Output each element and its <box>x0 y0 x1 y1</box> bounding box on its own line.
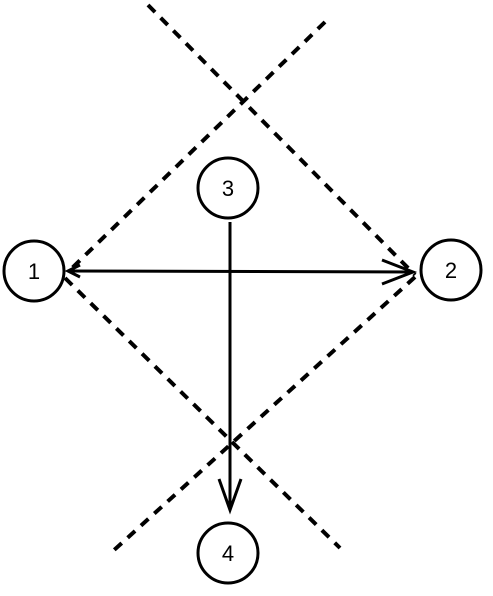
node-2[interactable]: 2 <box>419 238 483 302</box>
node-circle <box>419 238 483 302</box>
node-circle <box>2 239 66 303</box>
dashed-line-left-to-bottom-right <box>63 276 342 550</box>
edge-line <box>67 269 414 274</box>
dashed-guides <box>63 3 417 553</box>
node-label: 1 <box>28 259 40 284</box>
edge-tail-icon <box>64 263 81 279</box>
node-4[interactable]: 4 <box>196 521 260 585</box>
dashed-line-top-right-to-left <box>68 20 327 272</box>
node-label: 2 <box>445 258 457 283</box>
edge-arrowhead-icon <box>217 478 243 515</box>
node-circle <box>196 521 260 585</box>
node-1[interactable]: 1 <box>2 239 66 303</box>
edge-3-to-4 <box>217 222 243 515</box>
node-circle <box>196 156 260 220</box>
node-label: 4 <box>222 541 234 566</box>
dashed-line-top-left-to-bottom-right <box>146 3 417 277</box>
dashed-line-right-to-bottom-left <box>111 275 417 553</box>
node-3[interactable]: 3 <box>196 156 260 220</box>
edge-1-to-2 <box>64 258 418 286</box>
edge-arrowhead-icon <box>381 258 418 286</box>
node-label: 3 <box>222 176 234 201</box>
